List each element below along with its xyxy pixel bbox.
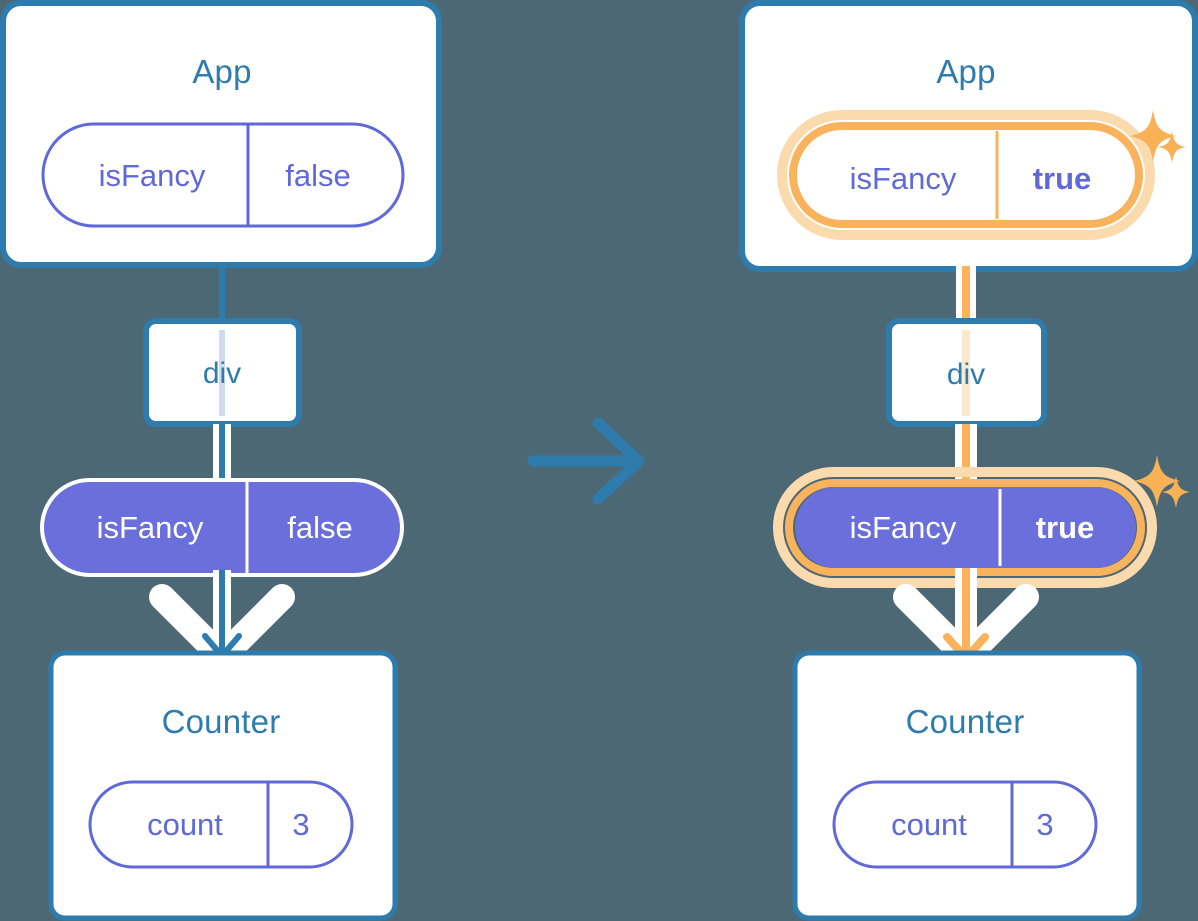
panel-before [0,0,442,921]
counter-state-pill-before [88,780,354,869]
app-state-pill-before [41,122,405,228]
app-state-pill-highlight-inner-after [789,122,1143,228]
transition-arrow [527,417,645,505]
panel-after [739,0,1198,921]
app-card-before [0,0,442,268]
counter-card-after [792,650,1142,921]
props-pill-after [795,487,1136,568]
props-pill-before [40,478,404,577]
counter-card-before [48,650,398,921]
sparkle-icon-app [1130,110,1186,163]
sparkle-icon-props [1134,455,1190,508]
app-state-pill-highlight-outer-after [777,110,1155,240]
counter-state-pill-after [832,780,1098,869]
